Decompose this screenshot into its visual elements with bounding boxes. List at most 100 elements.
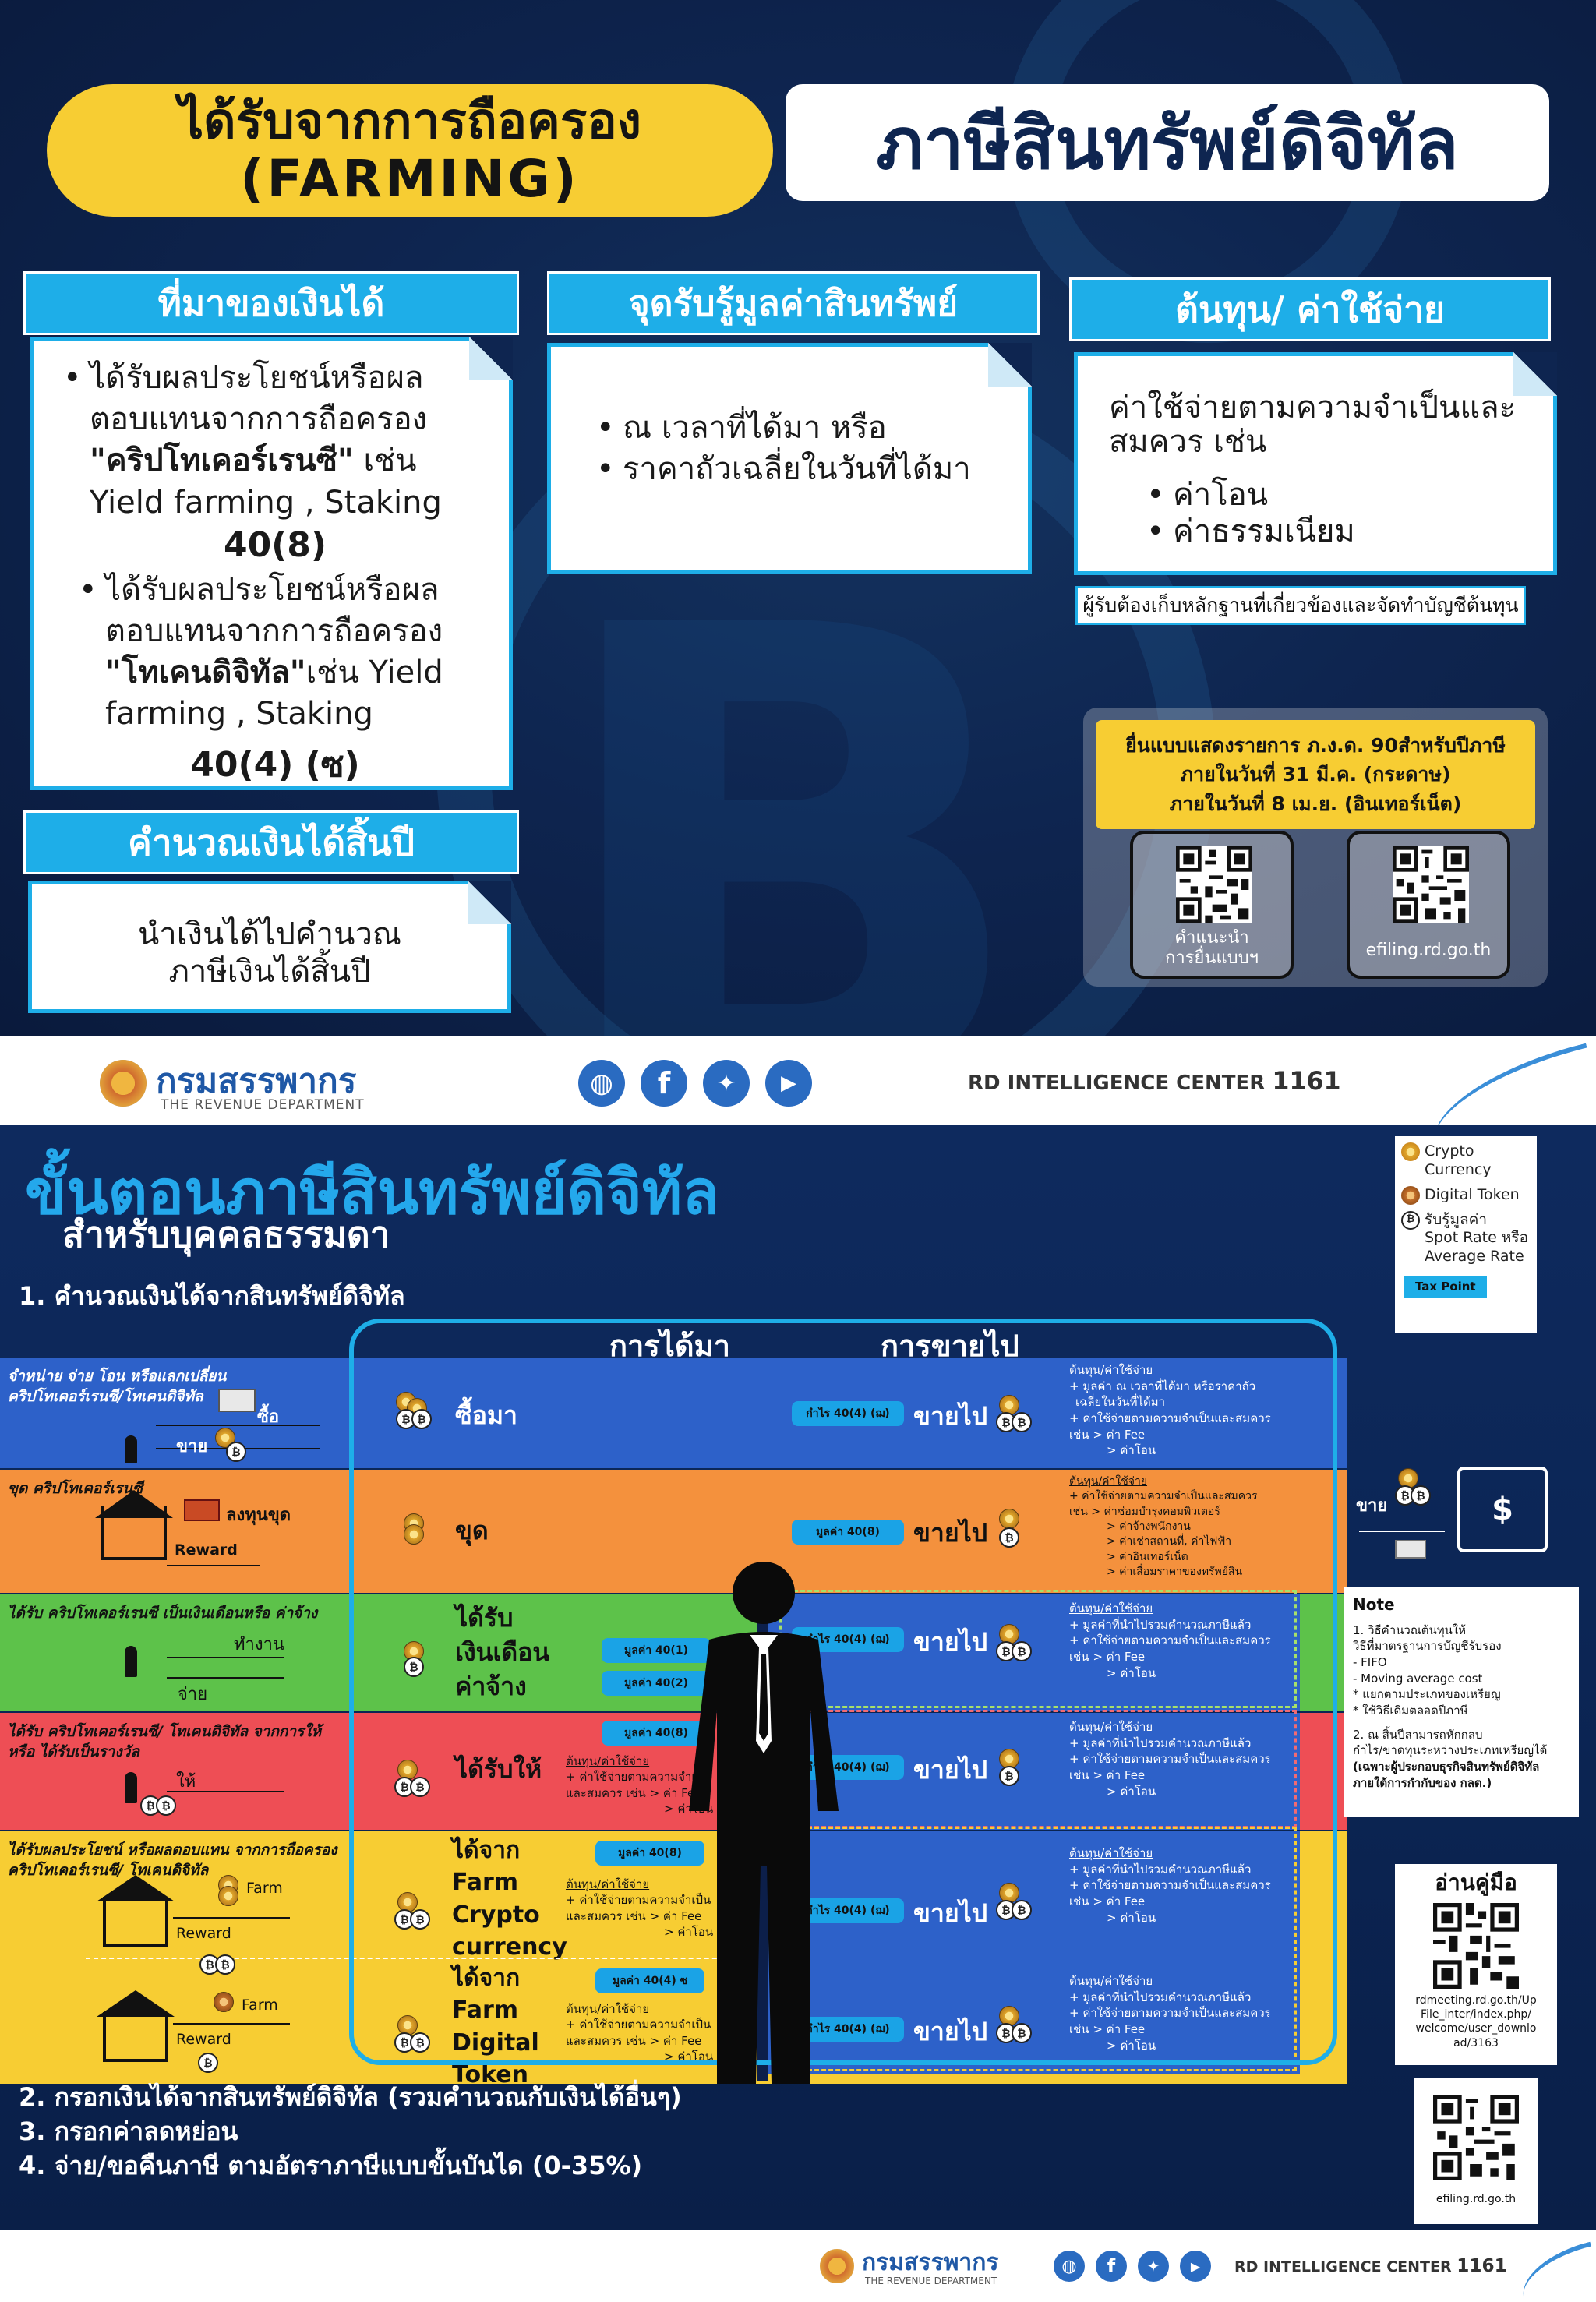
filing-guide-qr-card[interactable]: คำแนะนำการยื่นแบบฯ bbox=[1130, 831, 1294, 979]
youtube-icon[interactable]: ▶ bbox=[765, 1060, 812, 1107]
row-divider bbox=[86, 1958, 756, 1959]
sold-label: ขายไป bbox=[913, 1627, 987, 1657]
arrow-icon bbox=[167, 1565, 260, 1566]
manual-qr-card[interactable]: อ่านคู่มือ rdmeeting.rd.go.th/Up File_in… bbox=[1395, 1864, 1557, 2065]
coin-stack-icon bbox=[401, 1510, 435, 1548]
coin-stack-icon: ₿ bbox=[215, 1425, 249, 1462]
sold-label: ขายไป bbox=[913, 1401, 987, 1431]
cost-line: และสมควร เช่น > ค่า Fee bbox=[566, 2033, 702, 2048]
category-gift: ได้รับให้ bbox=[455, 1754, 542, 1784]
footer-bar-top: กรมสรรพากร THE REVENUE DEPARTMENT ◍ f ✦ … bbox=[0, 1036, 1596, 1146]
coin-stack-icon: ₿ bbox=[996, 1509, 1030, 1548]
coin-stack-icon: ₿₿ bbox=[996, 1624, 1032, 1661]
cost-line: > ค่าโอน bbox=[1107, 2038, 1156, 2053]
rd-intelligence-center: RD INTELLIGENCE CENTER 1161 bbox=[1234, 2255, 1507, 2276]
cash-stack-icon bbox=[1395, 1540, 1426, 1559]
bullet-line-rest: เช่น Yield bbox=[305, 655, 443, 691]
band-salary-sale: กำไร 40(4) (ฌ) ขายไป ₿₿ ต้นทุน/ค่าใช้จ่า… bbox=[768, 1594, 1300, 1711]
tax-point-pill: กำไร 40(4) (ฌ) bbox=[792, 1401, 904, 1426]
efiling-qr-card[interactable]: efiling.rd.go.th bbox=[1347, 831, 1510, 979]
person-icon bbox=[125, 1772, 137, 1803]
coin-stack-icon: ₿₿ bbox=[996, 1395, 1032, 1432]
qr-code-icon bbox=[1433, 2095, 1519, 2180]
note-line: วิธีที่มาตรฐานการบัญชีรับรอง bbox=[1353, 1639, 1502, 1654]
steps-subtitle: สำหรับบุคคลธรรมดา bbox=[62, 1213, 390, 1255]
coin-stack-icon: ₿₿ bbox=[394, 1760, 430, 1797]
website-globe-icon[interactable]: ◍ bbox=[578, 1060, 625, 1107]
cost-line: + มูลค่าที่นำไปรวมคำนวณภาษีแล้ว bbox=[1069, 1990, 1252, 2004]
house-icon bbox=[101, 1506, 167, 1560]
note-line bbox=[1353, 1719, 1570, 1727]
filing-guide-caption: คำแนะนำการยื่นแบบฯ bbox=[1133, 928, 1291, 968]
year-end-calc-card: นำเงินได้ไปคำนวณ ภาษีเงินได้สิ้นปี bbox=[28, 881, 511, 1013]
facebook-icon[interactable]: f bbox=[641, 1060, 687, 1107]
logo-en-text: THE REVENUE DEPARTMENT bbox=[865, 2276, 998, 2286]
note-line: - Moving average cost bbox=[1353, 1671, 1483, 1686]
note-title: Note bbox=[1353, 1595, 1395, 1614]
cost-line: ต้นทุน/ค่าใช้จ่าย bbox=[1069, 1846, 1153, 1860]
section-code-40-4-s: 40(4) (ซ) bbox=[190, 744, 360, 785]
twitter-icon[interactable]: ✦ bbox=[1138, 2251, 1169, 2282]
legend-item-taxpoint: Tax Point bbox=[1401, 1273, 1531, 1298]
cost-line: > ค่าเช่าสถานที่, ค่าไฟฟ้า bbox=[1107, 1535, 1232, 1548]
cost-line: เช่น > ค่า Fee bbox=[1069, 1894, 1146, 1909]
digital-asset-tax-title: ภาษีสินทรัพย์ดิจิทัล bbox=[786, 84, 1549, 201]
digital-asset-tax-steps-panel: ขั้นตอนภาษีสินทรัพย์ดิจิทัล สำหรับบุคคลธ… bbox=[0, 1125, 1596, 2230]
exchange-building-icon: $ bbox=[1457, 1467, 1548, 1552]
steps-title: ขั้นตอนภาษีสินทรัพย์ดิจิทัล bbox=[25, 1158, 720, 1228]
website-globe-icon[interactable]: ◍ bbox=[1054, 2251, 1085, 2282]
youtube-icon[interactable]: ▶ bbox=[1180, 2251, 1211, 2282]
arrow-icon bbox=[173, 2023, 290, 2025]
calc-line: นำเงินได้ไปคำนวณ bbox=[137, 916, 402, 952]
farming-title-line1: ได้รับจากการถือครอง bbox=[178, 92, 642, 150]
farming-infographic-panel: B ได้รับจากการถือครอง (FARMING) ภาษีสินท… bbox=[0, 0, 1596, 1036]
businessman-icon bbox=[689, 1562, 839, 2084]
category-line: ได้รับ bbox=[455, 1603, 514, 1633]
cash-stack-icon bbox=[218, 1389, 256, 1412]
income-source-bullet-crypto: ได้รับผลประโยชน์หรือผล ตอบแทนจากการถือคร… bbox=[57, 358, 493, 524]
cost-line: + มูลค่าที่นำไปรวมคำนวณภาษีแล้ว bbox=[1069, 1735, 1252, 1750]
cost-line: > ค่าโอน bbox=[1107, 1784, 1156, 1799]
sold-label: ขายไป bbox=[913, 2017, 987, 2046]
qr-code-icon bbox=[1176, 846, 1252, 923]
cost-expense-header: ต้นทุน/ ค่าใช้จ่าย bbox=[1069, 277, 1551, 341]
cost-line: เฉลี่ยในวันที่ได้มา bbox=[1075, 1395, 1166, 1410]
arrow-left-icon bbox=[167, 1677, 284, 1679]
category-buy: ซื้อมา bbox=[455, 1400, 517, 1430]
bitcoin-icon: ₿ bbox=[1401, 1210, 1420, 1230]
reward-label: Reward bbox=[176, 1925, 231, 1942]
cost-line: เช่น > ค่า Fee bbox=[1069, 2022, 1146, 2037]
cost-line: + มูลค่าที่นำไปรวมคำนวณภาษีแล้ว bbox=[1069, 1617, 1252, 1632]
record-keeping-note: ผู้รับต้องเก็บหลักฐานที่เกี่ยวข้องและจัด… bbox=[1075, 586, 1526, 625]
twitter-icon[interactable]: ✦ bbox=[703, 1060, 750, 1107]
url-line: File_inter/index.php/ bbox=[1421, 2008, 1531, 2021]
mining-rig-icon bbox=[184, 1499, 220, 1521]
band-farming-desc: ได้รับผลประโยชน์ หรือผลตอบแทน จากการถือค… bbox=[8, 1841, 337, 1880]
cost-line: ต้นทุน/ค่าใช้จ่าย bbox=[566, 1754, 650, 1768]
exchange-sell-label: ขาย bbox=[1356, 1496, 1388, 1516]
desc-line: ได้รับ คริปโทเคอร์เรนซี/ โทเคนดิจิทัล จา… bbox=[8, 1723, 322, 1740]
facebook-icon[interactable]: f bbox=[1096, 2251, 1127, 2282]
category-line: Farm bbox=[452, 1997, 519, 2025]
band-gift-sale: กำไร 40(4) (ฌ) ขายไป ₿ ต้นทุน/ค่าใช้จ่าย… bbox=[768, 1713, 1300, 1830]
note-line: - FIFO bbox=[1353, 1654, 1387, 1669]
note-line: * ใช้วิธีเดิมตลอดปีภาษี bbox=[1353, 1704, 1468, 1718]
income-source-header: ที่มาของเงินได้ bbox=[23, 271, 519, 335]
calc-line: ภาษีเงินได้สิ้นปี bbox=[168, 954, 371, 990]
cost-line: ต้นทุน/ค่าใช้จ่าย bbox=[1069, 1974, 1153, 1988]
recognition-point-header: จุดรับรู้มูลค่าสินทรัพย์ bbox=[547, 271, 1040, 335]
income-source-card: ได้รับผลประโยชน์หรือผล ตอบแทนจากการถือคร… bbox=[30, 337, 513, 790]
reward-label: Reward bbox=[175, 1541, 238, 1559]
crypto-term: "คริปโทเคอร์เรนซี" bbox=[90, 443, 354, 479]
cost-line: เช่น > ค่า Fee bbox=[1069, 1768, 1146, 1783]
efiling-caption: efiling.rd.go.th bbox=[1365, 940, 1492, 960]
url-line: ad/3163 bbox=[1453, 2036, 1499, 2050]
cost-line: ต้นทุน/ค่าใช้จ่าย bbox=[1069, 1363, 1153, 1377]
sell-label: ขาย bbox=[176, 1437, 208, 1456]
tax-point-pill: มูลค่า 40(1) bbox=[602, 1638, 711, 1663]
cost-line: > ค่าโอน bbox=[1107, 1665, 1156, 1680]
cost-line: + ค่าใช้จ่ายตามความจำเป็นและสมควร bbox=[1069, 1411, 1271, 1426]
efiling-qr-card-2[interactable]: efiling.rd.go.th bbox=[1414, 2078, 1538, 2224]
url-line: welcome/user_downlo bbox=[1415, 2022, 1537, 2035]
